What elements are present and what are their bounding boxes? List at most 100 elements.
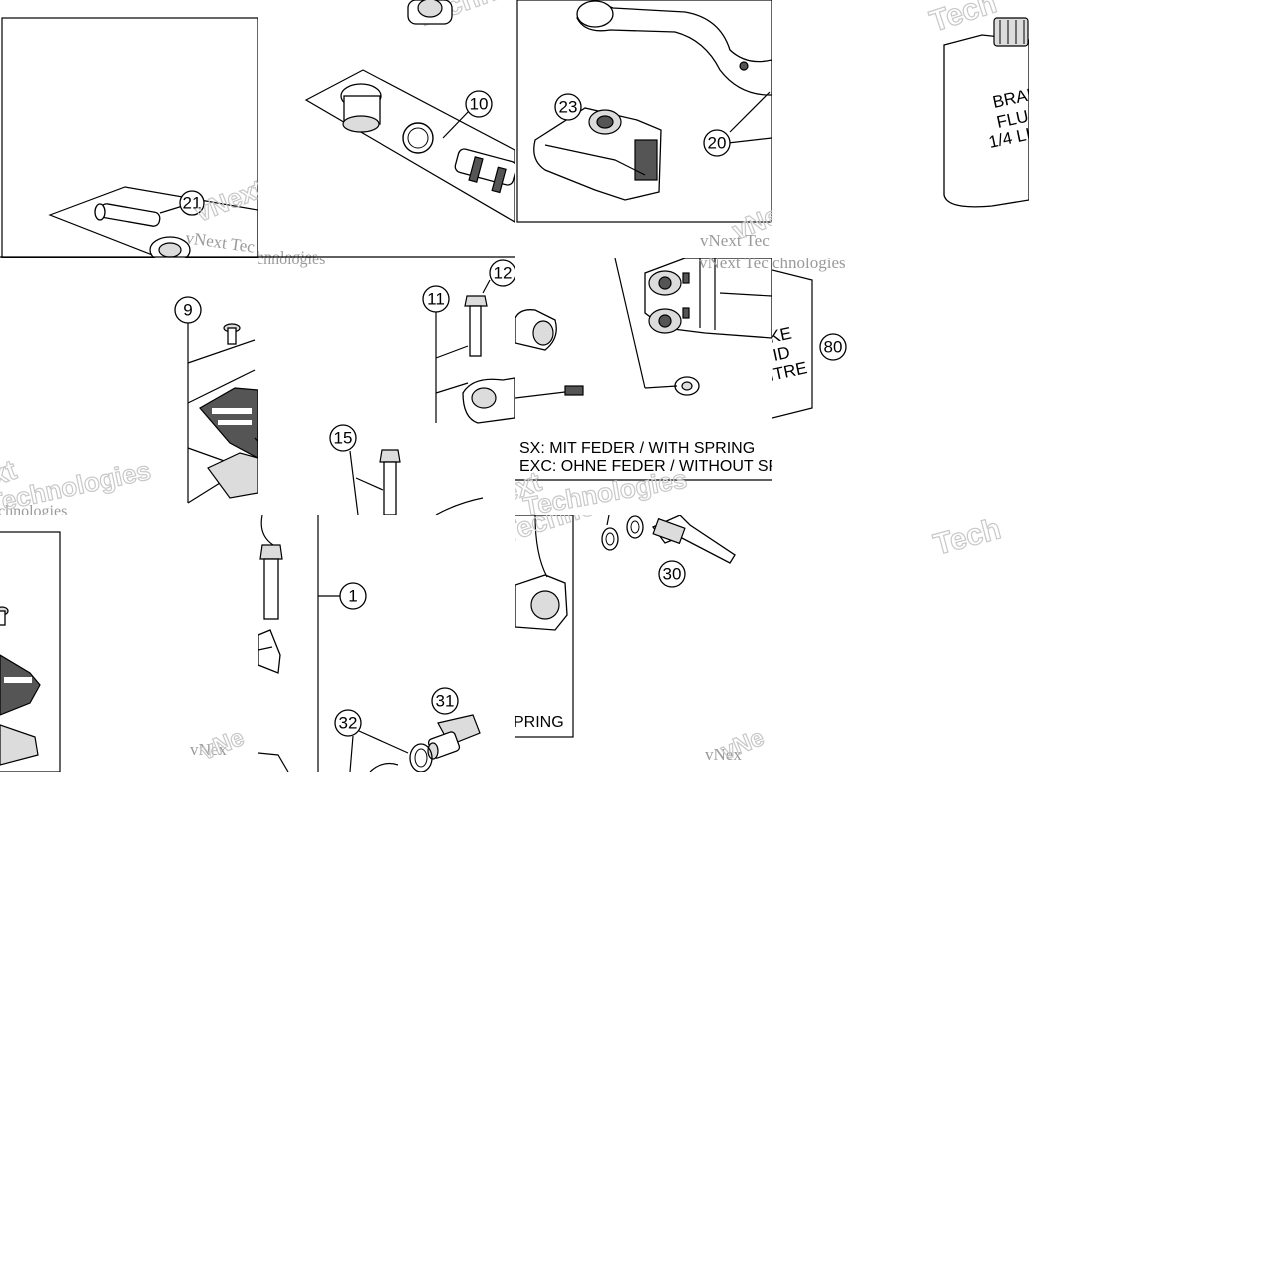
marker-block xyxy=(564,385,584,396)
callout-30: 30 xyxy=(658,560,686,588)
nut-part xyxy=(674,376,700,396)
screw-part xyxy=(223,323,241,345)
callout-12: 12 xyxy=(489,259,515,287)
watermark-vne-light-i: vNe xyxy=(197,724,248,766)
svg-text:1: 1 xyxy=(348,587,357,606)
frame-box xyxy=(516,0,772,223)
leader-11b xyxy=(435,382,469,394)
callout-20: 20 xyxy=(703,129,731,157)
tile-clamp-bolts: chnologies 11 12 15 xyxy=(258,258,515,515)
tile-hose-kit: 21 vNext Tec vNext xyxy=(0,0,258,258)
watermark-technologies-light-k: Technologies xyxy=(515,515,677,549)
frame-box xyxy=(1,17,258,258)
frame-box xyxy=(515,515,574,738)
brake-hose-part xyxy=(651,515,736,564)
watermark-vnext-light: vNext xyxy=(191,173,258,227)
circlip-part xyxy=(402,122,434,154)
leader-11a xyxy=(435,345,469,359)
reservoir-cover-part xyxy=(199,387,258,459)
callout-11: 11 xyxy=(422,285,450,313)
callout-80: 80 xyxy=(819,333,847,361)
svg-text:15: 15 xyxy=(334,429,353,448)
callout-23: 23 xyxy=(554,93,582,121)
svg-text:21: 21 xyxy=(183,194,202,213)
leader-32a xyxy=(358,730,409,754)
kit-outline xyxy=(304,69,515,223)
bottle-edge xyxy=(772,269,813,419)
brake-lever-part xyxy=(576,0,772,96)
callout-32: 32 xyxy=(334,709,362,737)
kit-line-1 xyxy=(187,339,256,364)
diaphragm-part xyxy=(207,452,258,499)
watermark-vnext-i: vNex xyxy=(190,740,227,759)
watermark-tech-light-l: Tech xyxy=(930,515,1004,562)
screw-part-lower xyxy=(0,606,9,626)
clamp-bolt-12 xyxy=(464,295,488,357)
watermark-chnologies-top: chnologies xyxy=(258,258,325,268)
leader-12 xyxy=(482,279,491,294)
tile-brake-lever: 23 20 vNext Tec vNe xyxy=(515,0,772,258)
lower-part-edge xyxy=(435,497,484,515)
leader-marker xyxy=(515,391,566,399)
clamp-part-j xyxy=(258,629,281,674)
svg-text:12: 12 xyxy=(494,264,513,283)
watermark-vnext-k: vNex xyxy=(705,745,742,764)
tile-banjo-bolts: 1 31 32 xyxy=(258,515,515,772)
leader-32b xyxy=(349,735,354,772)
kit-line-2 xyxy=(187,369,256,404)
tile-master-cylinder: SX: MIT FEDER / WITH SPRING EXC: OHNE FE… xyxy=(515,258,772,515)
watermark-chnologies-h: chnologies xyxy=(772,258,846,272)
svg-text:11: 11 xyxy=(427,290,445,309)
svg-text:10: 10 xyxy=(470,95,489,114)
tile-reservoir-cover: 9 chnologies xt xyxy=(0,258,258,515)
leader-20b xyxy=(727,137,772,144)
note-spring-fragment: PRING xyxy=(515,714,564,731)
leader-20a xyxy=(729,91,771,133)
note-with-spring: SX: MIT FEDER / WITH SPRING xyxy=(519,440,755,457)
svg-text:23: 23 xyxy=(559,98,578,117)
leader-washer xyxy=(606,515,610,526)
watermark-vne-light-k: vNe xyxy=(717,724,768,766)
watermark-hnologies: hnologies xyxy=(258,249,318,258)
watermark-chnologies: chnologies xyxy=(0,503,67,515)
gasket-part-lower xyxy=(0,724,39,766)
leader-nut-tip xyxy=(644,385,678,389)
callout-1: 1 xyxy=(339,582,367,610)
leader-15a xyxy=(355,477,384,491)
cylinder-edge-j xyxy=(258,752,289,772)
tile-empty-corner: Tech xyxy=(772,515,1029,772)
watermark-vnext-tec-g: vNext Tec xyxy=(699,258,769,272)
svg-text:30: 30 xyxy=(663,565,682,584)
tile-brake-fluid: Tech BRAK FLU 1/4 LI xyxy=(772,0,1029,258)
clamp-half-part xyxy=(462,377,515,424)
adjuster-housing-part xyxy=(533,107,662,201)
bolt-part-j xyxy=(259,515,283,620)
callout-31: 31 xyxy=(431,687,459,715)
svg-text:31: 31 xyxy=(436,692,455,711)
callout-10: 10 xyxy=(465,90,493,118)
kit-outline xyxy=(48,186,258,258)
cylinder-body-part xyxy=(644,258,772,339)
leader-nut xyxy=(614,258,646,389)
watermark-vnext-tec: vNext Tec xyxy=(184,228,256,257)
bottle-label-fragment-2: ID xyxy=(772,343,791,365)
watermark-vnext-tec-c: vNext Tec xyxy=(700,231,770,250)
callout-21: 21 xyxy=(179,190,205,216)
leader-15 xyxy=(349,450,359,515)
hose-washer-2 xyxy=(626,515,644,539)
tile-brake-hose: PRING 30 Technologies vNex vNe xyxy=(515,515,772,772)
kit-line-4 xyxy=(187,482,221,504)
svg-text:9: 9 xyxy=(183,301,192,320)
frame-box xyxy=(0,531,61,772)
bolt-15 xyxy=(379,449,401,515)
watermark-tech-light: Tech xyxy=(926,0,1001,39)
svg-text:80: 80 xyxy=(824,338,843,357)
top-sleeve-part xyxy=(407,0,453,25)
svg-text:32: 32 xyxy=(339,714,358,733)
clamp-part-k xyxy=(515,515,568,631)
bottle-label-fragment-1: KE xyxy=(772,324,793,347)
washer-32 xyxy=(409,743,433,772)
note-without-spring: EXC: OHNE FEDER / WITHOUT SP xyxy=(519,458,772,475)
tile-piston-kit: Techno 10 xyxy=(258,0,515,258)
